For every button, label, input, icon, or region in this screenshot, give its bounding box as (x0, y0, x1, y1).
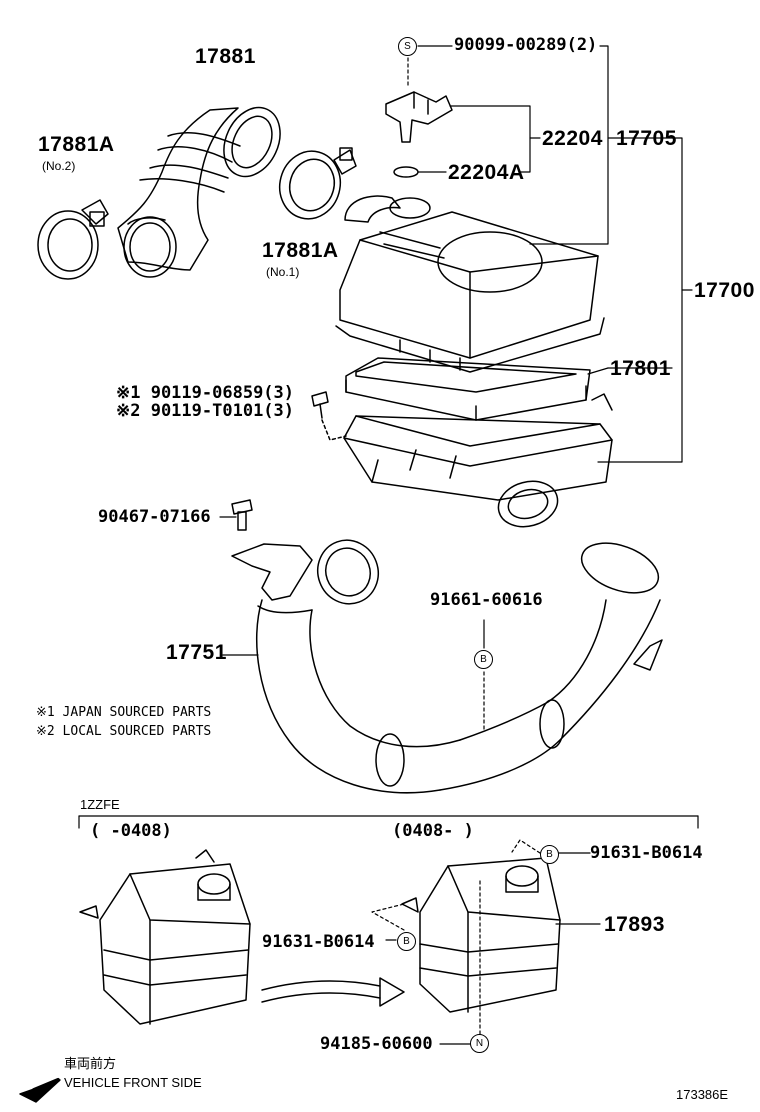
part-label-91631-B0614-upper: 91631-B0614 (590, 843, 703, 863)
range-left: ( -0408) (90, 821, 172, 841)
resonator-left (79, 849, 251, 1025)
vehicle-front-arrow (19, 1078, 61, 1103)
mass-air-flow-sensor (385, 91, 453, 178)
resonator-right (401, 857, 561, 1013)
part-label-90467-07166: 90467-07166 (98, 507, 211, 527)
part-label-90119-T0101: ※2 90119-T0101(3) (116, 401, 295, 421)
badge-b-91661: B (474, 650, 493, 669)
part-label-17881A-no2: 17881A (38, 133, 115, 156)
part-label-91661-60616: 91661-60616 (430, 590, 543, 610)
engine-code: 1ZZFE (80, 797, 120, 812)
change-arrow (261, 977, 405, 1007)
range-right: (0408- ) (392, 821, 474, 841)
note-local-sourced: ※2 LOCAL SOURCED PARTS (36, 724, 212, 739)
part-label-17801: 17801 (610, 357, 671, 380)
badge-s: S (398, 37, 417, 56)
note-japan-sourced: ※1 JAPAN SOURCED PARTS (36, 705, 212, 720)
part-label-17881A-no1: 17881A (262, 239, 339, 262)
part-label-90119-06859: ※1 90119-06859(3) (116, 383, 295, 403)
air-hose-17881 (117, 106, 281, 278)
badge-b-upper: B (540, 845, 559, 864)
badge-n: N (470, 1034, 489, 1053)
part-label-22204A: 22204A (448, 161, 525, 184)
part-label-90099-00289: 90099-00289(2) (454, 35, 598, 55)
bolts (231, 391, 347, 531)
air-filter-element (345, 357, 591, 421)
vehicle-front-en: VEHICLE FRONT SIDE (64, 1075, 202, 1090)
vehicle-front-jp: 車両前方 (64, 1056, 117, 1071)
air-cleaner-case (343, 393, 613, 528)
hose-clamp-no1 (278, 147, 357, 220)
intake-duct (231, 539, 663, 794)
part-label-17751: 17751 (166, 641, 227, 664)
part-label-17881: 17881 (195, 45, 256, 68)
part-sublabel-no2: (No.2) (42, 159, 76, 173)
leader-lines (78, 45, 699, 1045)
part-label-17893: 17893 (604, 913, 665, 936)
air-cleaner-cap (335, 195, 605, 373)
figure-id: 173386E (676, 1087, 729, 1102)
part-label-17705: 17705 (616, 127, 677, 150)
part-label-94185-60600: 94185-60600 (320, 1034, 433, 1054)
part-label-91631-B0614-lower: 91631-B0614 (262, 932, 375, 952)
part-label-22204: 22204 (542, 127, 603, 150)
part-sublabel-no1: (No.1) (266, 265, 300, 279)
badge-b-lower: B (397, 932, 416, 951)
hose-clamp-no2 (37, 199, 109, 280)
part-label-17700: 17700 (694, 279, 755, 302)
